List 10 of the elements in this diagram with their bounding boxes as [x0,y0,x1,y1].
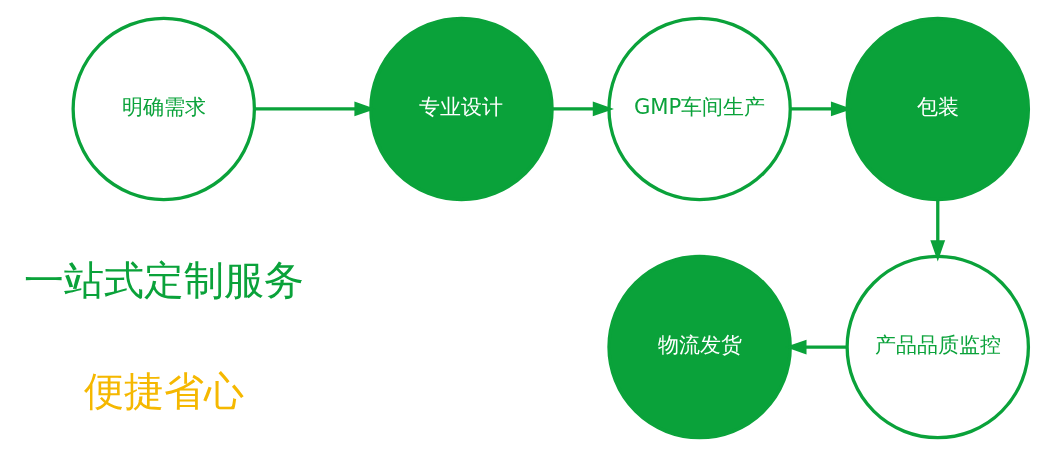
arrow [552,101,614,116]
node-circle: 产品品质监控 [845,254,1031,439]
node-circle: 包装 [845,16,1031,201]
node-circle: 明确需求 [71,16,257,201]
node-circle: 物流发货 [607,254,792,439]
label: 便捷省心 [83,367,244,414]
node-circle: GMP车间生产 [607,16,792,201]
arrow [930,199,946,261]
label: 一站式定制服务 [23,255,304,302]
node-circle: 专业设计 [369,16,554,201]
